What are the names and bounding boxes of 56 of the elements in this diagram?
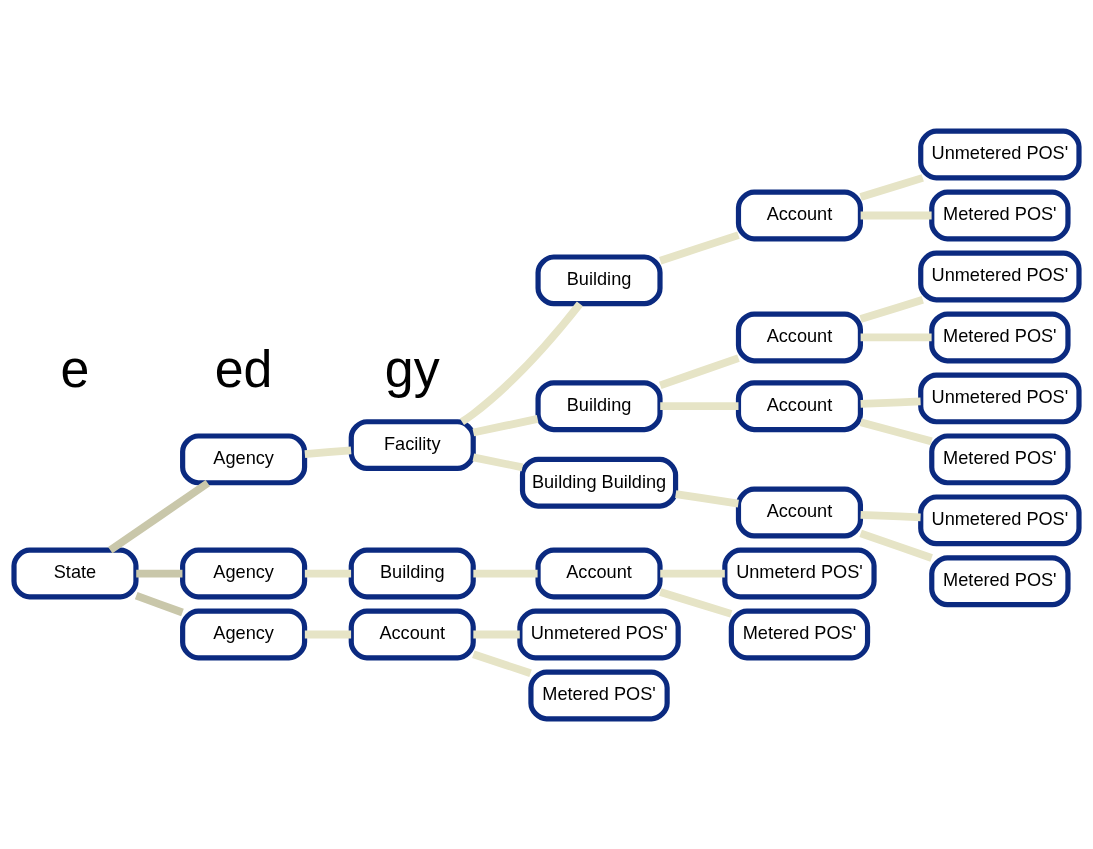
connector (675, 489, 739, 507)
connector (660, 401, 739, 410)
node-box: Account (735, 486, 863, 538)
node-box: Account (735, 311, 863, 363)
label: ed (214, 339, 273, 398)
node-box: Metered POS' (929, 432, 1071, 485)
node-box: State (11, 547, 139, 599)
node-box: Unmetered POS' (517, 608, 681, 660)
node-box: Metered POS' (528, 669, 670, 721)
label: gy (384, 339, 440, 398)
connector (658, 354, 740, 389)
node-box: Metered POS' (728, 608, 871, 660)
node-box: Building (535, 379, 663, 432)
node-box: Unmetered POS' (918, 128, 1082, 180)
connector (860, 510, 921, 521)
connector (860, 397, 921, 408)
connector (304, 569, 352, 577)
node-box: Account (535, 547, 663, 599)
connector (859, 418, 933, 445)
connector (459, 301, 583, 425)
node-box: Account (348, 608, 476, 660)
connector (136, 569, 183, 577)
connector (108, 479, 210, 553)
connector (860, 211, 932, 219)
connector (134, 591, 184, 616)
node-box: Unmetered POS' (918, 371, 1082, 424)
connector (472, 650, 532, 677)
node-box: Account (735, 379, 863, 432)
node-box: Metered POS' (929, 189, 1071, 241)
connector (859, 173, 924, 201)
connector (472, 453, 524, 471)
node-box: Building (348, 547, 476, 599)
connector (659, 587, 733, 618)
node-box: Account (735, 189, 863, 241)
connector (304, 630, 352, 638)
connector (860, 333, 932, 341)
node-box: Building (535, 253, 663, 306)
connector (659, 230, 740, 264)
connector (472, 414, 539, 436)
node-box: Unmetered POS' (918, 493, 1082, 546)
connector (304, 445, 352, 458)
node-box: Metered POS' (929, 554, 1071, 607)
connector (859, 529, 933, 562)
node-box: Metered POS' (929, 311, 1071, 363)
node-box: Unmeterd POS' (722, 547, 877, 599)
node-box: Unmetered POS' (918, 250, 1082, 302)
connector (473, 569, 538, 577)
node-box: Agency (180, 547, 308, 599)
node-box: Facility (348, 418, 476, 471)
connector (660, 569, 725, 577)
node-box: Agency (180, 608, 308, 660)
label: e (60, 339, 90, 398)
node-box: Building Building (519, 456, 679, 509)
connector (859, 295, 924, 323)
node-box: Agency (180, 432, 308, 485)
connector (473, 630, 520, 638)
